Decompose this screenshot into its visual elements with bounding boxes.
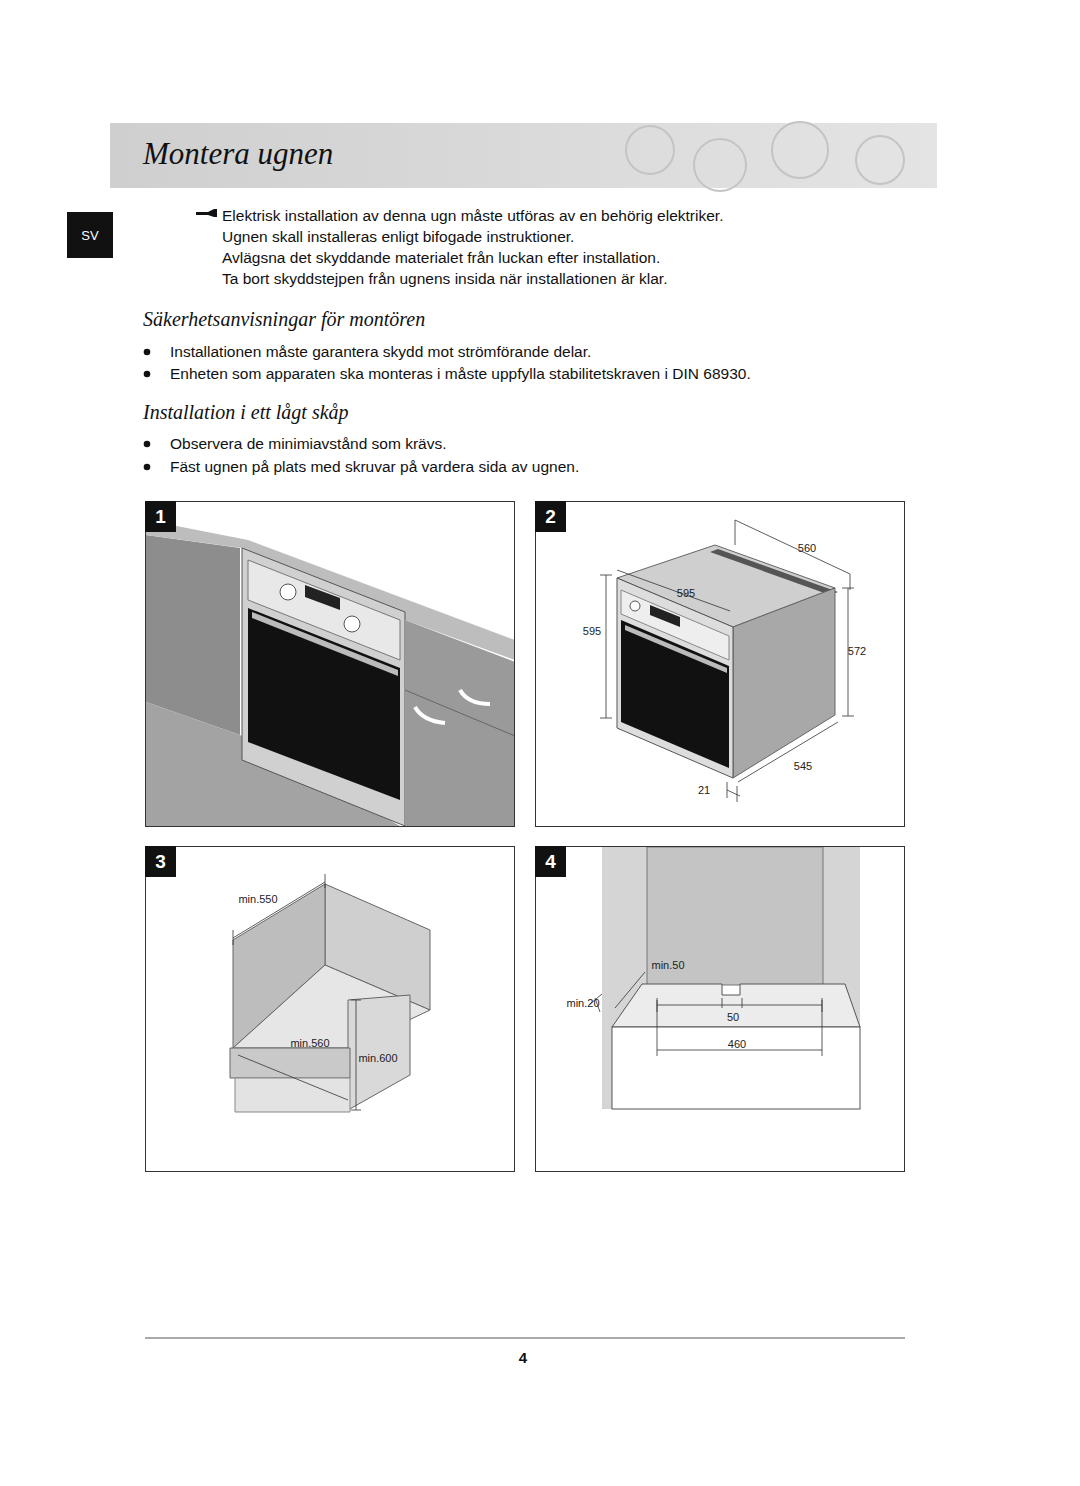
dimension: 50 (726, 1011, 740, 1023)
language-tab: SV (67, 212, 113, 258)
footer-rule (145, 1337, 905, 1339)
bullet-text: Enheten som apparaten ska monteras i mås… (170, 364, 751, 384)
figure-panel: 4 (535, 846, 905, 1172)
dimension: min.50 (650, 959, 685, 971)
dimension: 560 (797, 542, 817, 554)
dimension: min.20 (565, 997, 600, 1009)
section-heading: Säkerhetsanvisningar för montören (143, 308, 425, 331)
dimension: 460 (727, 1038, 747, 1050)
figure-panel: 3 (145, 846, 515, 1172)
figure-panel: 2 (535, 501, 905, 827)
instruction-text: Avlägsna det skyddande materialet från l… (222, 248, 660, 268)
dimension: min.560 (289, 1037, 330, 1049)
dimension: 595 (582, 625, 602, 637)
cabinet-illustration (230, 874, 430, 1112)
section-heading: Installation i ett lågt skåp (143, 401, 349, 424)
figure-number: 1 (145, 501, 176, 532)
niche-illustration (590, 847, 860, 1109)
dimension: 595 (676, 587, 696, 599)
dimension: 21 (697, 784, 711, 796)
dimension: min.600 (357, 1052, 398, 1064)
figure-number: 4 (535, 846, 566, 877)
page-number: 4 (519, 1349, 527, 1366)
oven-illustration (600, 520, 854, 802)
bullet-text: Observera de minimiavstånd som krävs. (170, 434, 447, 454)
dimension: 572 (847, 645, 867, 657)
instruction-text: Elektrisk installation av denna ugn måst… (222, 206, 723, 226)
instruction-text: Ugnen skall installeras enligt bifogade … (222, 227, 574, 247)
language-code: SV (81, 228, 98, 243)
bullet-text: Installationen måste garantera skydd mot… (170, 342, 591, 362)
dimension: 545 (793, 760, 813, 772)
figure-number: 3 (145, 846, 176, 877)
title-band (110, 123, 937, 188)
figure-panel: 1 (145, 501, 515, 827)
dimension: min.550 (237, 893, 278, 905)
instruction-text: Ta bort skyddstejpen från ugnens insida … (222, 269, 667, 289)
kitchen-illustration (146, 502, 515, 826)
pointer-symbol (196, 209, 217, 217)
bullet-text: Fäst ugnen på plats med skruvar på varde… (170, 457, 579, 477)
page-title: Montera ugnen (143, 136, 333, 172)
figure-number: 2 (535, 501, 566, 532)
tomato-watermark (626, 122, 904, 191)
